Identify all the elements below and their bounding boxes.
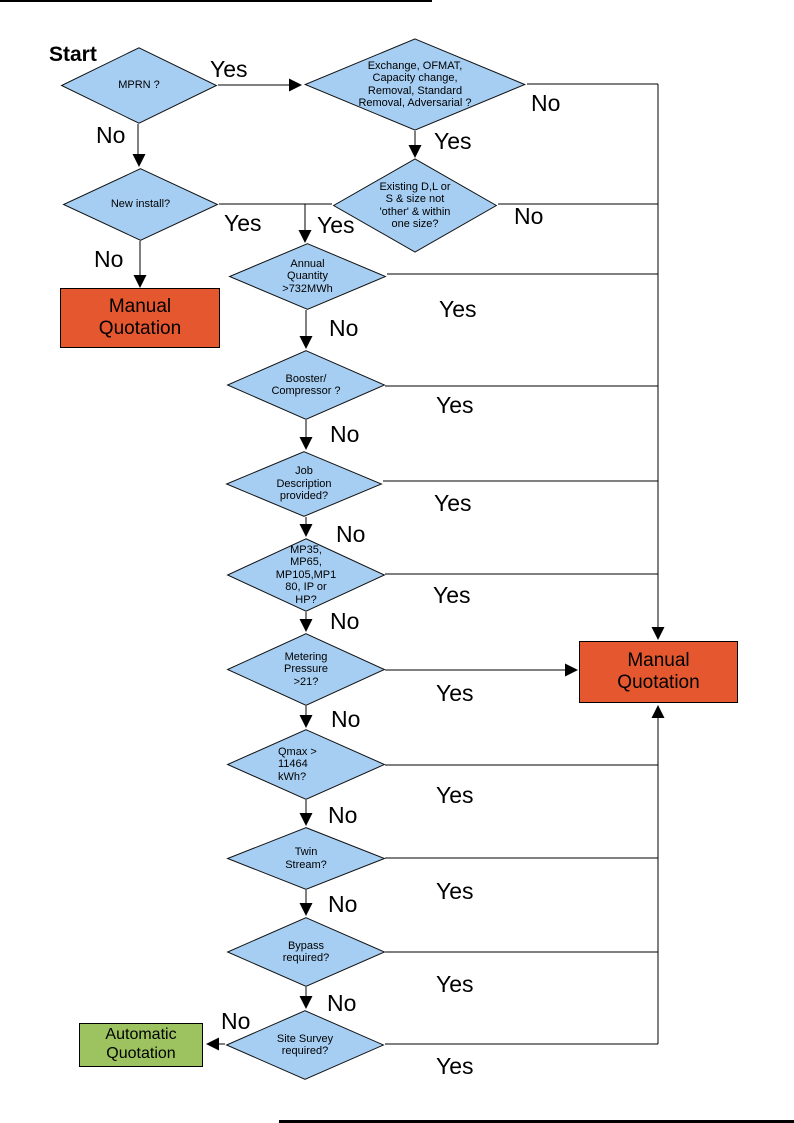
- edge-label-exchange-no: No: [531, 90, 561, 116]
- page-bottom-rule: [279, 1120, 794, 1123]
- edge-label-booster-no: No: [330, 421, 360, 447]
- arrowhead-into-jobdesc: [299, 437, 313, 450]
- decision-job-description-label: Job Description provided?: [276, 465, 332, 503]
- arrowhead-exchange-yes: [408, 145, 422, 158]
- edge-label-metering-yes: Yes: [436, 680, 474, 706]
- decision-booster: Booster/ Compressor ?: [226, 350, 386, 420]
- edge-label-exchange-yes: Yes: [434, 128, 472, 154]
- arrowhead-into-site: [299, 996, 313, 1009]
- arrowhead-into-metering: [299, 619, 313, 632]
- decision-metering-pressure: Metering Pressure >21?: [226, 633, 386, 706]
- decision-twin-stream: Twin Stream?: [226, 827, 386, 890]
- edge-label-twin-no: No: [328, 891, 358, 917]
- decision-site-survey-label: Site Survey required?: [276, 1032, 334, 1057]
- edge-label-existing-no: No: [514, 203, 544, 229]
- arrowhead-into-annual: [298, 230, 312, 243]
- arrowhead-into-manual-right-top: [651, 627, 665, 640]
- arrowhead-into-booster: [299, 336, 313, 349]
- decision-existing: Existing D,L or S & size not 'other' & w…: [332, 158, 498, 253]
- decision-bypass-label: Bypass required?: [282, 939, 330, 964]
- edge-label-qmax-no: No: [328, 802, 358, 828]
- arrowhead-into-auto: [206, 1037, 219, 1051]
- edge-label-new-install-no: No: [94, 246, 124, 272]
- arrowhead-into-manual-left: [133, 275, 147, 288]
- edge-label-job-desc-yes: Yes: [434, 490, 472, 516]
- arrowhead-into-twin: [299, 813, 313, 826]
- decision-existing-label: Existing D,L or S & size not 'other' & w…: [379, 180, 451, 230]
- edge-label-mp-tier-no: No: [330, 608, 360, 634]
- terminal-automatic-quotation-label: Automatic Quotation: [105, 1026, 177, 1062]
- arrowhead-mprn-no: [132, 154, 146, 167]
- edge-label-site-yes: Yes: [436, 1053, 474, 1079]
- decision-job-description: Job Description provided?: [225, 451, 383, 517]
- decision-metering-pressure-label: Metering Pressure >21?: [283, 650, 329, 688]
- edge-label-new-install-yes: Yes: [224, 210, 262, 236]
- edge-label-job-desc-no: No: [336, 521, 366, 547]
- decision-exchange: Exchange, OFMAT, Capacity change, Remova…: [303, 38, 527, 131]
- decision-exchange-label: Exchange, OFMAT, Capacity change, Remova…: [358, 59, 472, 109]
- decision-mp-tier-label: MP35, MP65, MP105,MP180, IP or HP?: [275, 543, 337, 606]
- page-top-rule: [0, 0, 432, 2]
- terminal-manual-quotation-right: Manual Quotation: [579, 641, 738, 703]
- edge-label-mp-tier-yes: Yes: [433, 582, 471, 608]
- arrowhead-into-mp: [299, 524, 313, 537]
- edge-label-bypass-no: No: [327, 990, 357, 1016]
- arrowhead-into-manual-right-bottom: [651, 705, 665, 718]
- decision-mprn-label: MPRN ?: [118, 79, 160, 92]
- edge-label-metering-no: No: [331, 706, 361, 732]
- edge-label-twin-yes: Yes: [436, 878, 474, 904]
- decision-annual-quantity-label: Annual Quantity >732MWh: [282, 257, 333, 295]
- arrowhead-into-qmax: [299, 715, 313, 728]
- decision-bypass: Bypass required?: [226, 917, 386, 987]
- terminal-manual-quotation-right-label: Manual Quotation: [617, 649, 700, 693]
- arrowhead-into-manual-right-left: [565, 663, 578, 677]
- terminal-manual-quotation-left: Manual Quotation: [60, 288, 220, 348]
- terminal-manual-quotation-left-label: Manual Quotation: [98, 295, 182, 339]
- decision-twin-stream-label: Twin Stream?: [285, 846, 327, 871]
- edge-label-mprn-yes: Yes: [210, 56, 248, 82]
- edge-label-annual-yes: Yes: [439, 296, 477, 322]
- edge-label-bypass-yes: Yes: [436, 971, 474, 997]
- terminal-automatic-quotation: Automatic Quotation: [79, 1023, 203, 1067]
- edge-label-mprn-no: No: [96, 122, 126, 148]
- decision-mp-tier: MP35, MP65, MP105,MP180, IP or HP?: [226, 538, 386, 612]
- start-label: Start: [49, 43, 97, 66]
- decision-booster-label: Booster/ Compressor ?: [271, 372, 341, 397]
- edge-label-annual-no: No: [329, 315, 359, 341]
- decision-qmax: Qmax > 11464 kWh?: [226, 729, 386, 800]
- arrowhead-mprn-yes: [289, 78, 302, 92]
- decision-site-survey: Site Survey required?: [225, 1010, 385, 1080]
- decision-qmax-label: Qmax > 11464 kWh?: [278, 745, 317, 783]
- decision-annual-quantity: Annual Quantity >732MWh: [228, 243, 387, 310]
- edge-label-existing-yes: Yes: [317, 212, 355, 238]
- decision-new-install: New install?: [62, 168, 219, 241]
- arrowhead-into-bypass: [299, 903, 313, 916]
- edge-label-site-no: No: [221, 1008, 251, 1034]
- edge-label-booster-yes: Yes: [436, 392, 474, 418]
- decision-mprn: MPRN ?: [60, 47, 218, 124]
- edge-label-qmax-yes: Yes: [436, 782, 474, 808]
- decision-new-install-label: New install?: [110, 198, 171, 211]
